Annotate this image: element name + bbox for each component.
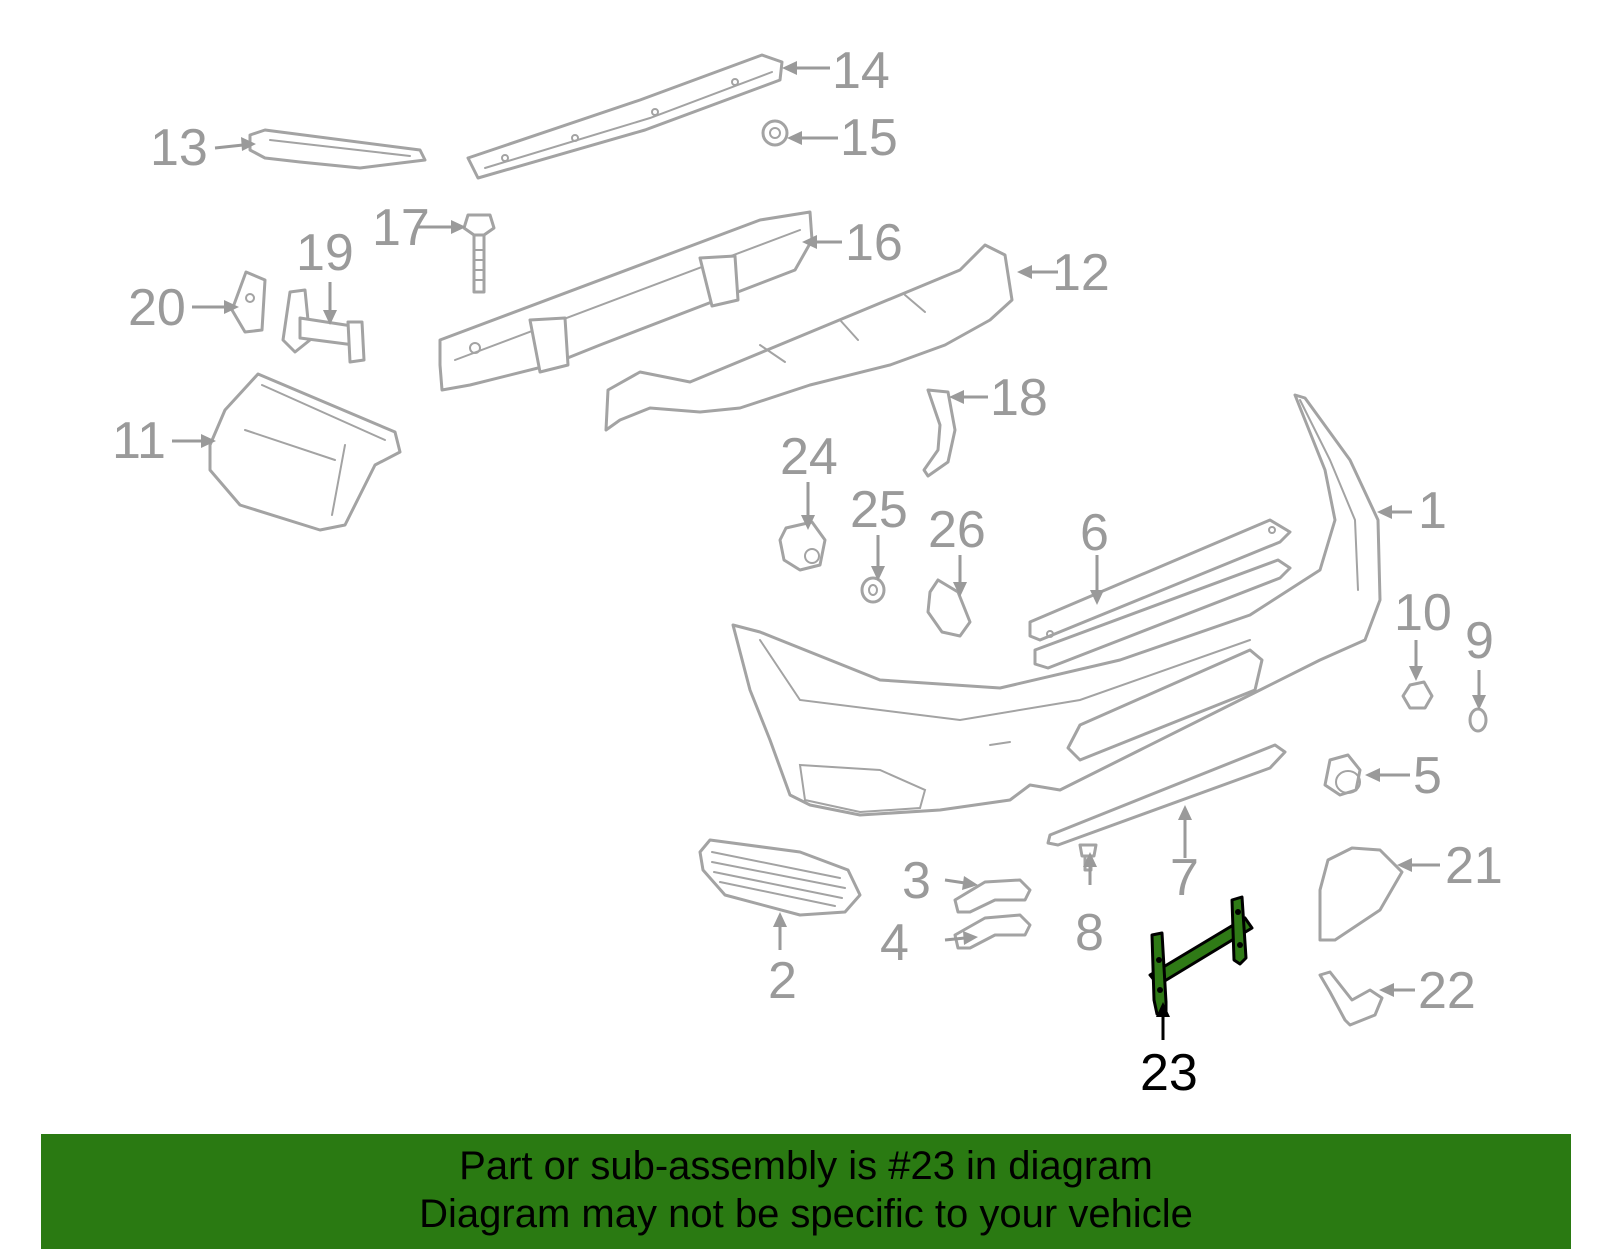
part-5 xyxy=(1323,753,1362,797)
part-7 xyxy=(1046,743,1287,847)
callout-20: 20 xyxy=(128,279,186,337)
callout-16: 16 xyxy=(845,214,903,272)
callout-2: 2 xyxy=(768,952,797,1010)
callout-8: 8 xyxy=(1075,904,1104,962)
callout-25: 25 xyxy=(850,481,908,539)
banner-line-2: Diagram may not be specific to your vehi… xyxy=(419,1192,1193,1236)
callout-23: 23 xyxy=(1140,1044,1198,1102)
part-3 xyxy=(953,878,1032,914)
part-13 xyxy=(248,128,427,170)
part-21 xyxy=(1318,846,1404,942)
part-15 xyxy=(761,119,789,147)
part-9 xyxy=(1468,707,1488,733)
callout-26: 26 xyxy=(928,501,986,559)
callout-22: 22 xyxy=(1418,962,1476,1020)
callout-3: 3 xyxy=(902,852,931,910)
part-24 xyxy=(778,520,827,572)
part-20 xyxy=(230,270,267,334)
part-19 xyxy=(281,288,366,364)
part-12 xyxy=(604,243,1014,432)
callout-11: 11 xyxy=(112,412,166,470)
part-25 xyxy=(860,576,886,604)
leader-lines xyxy=(172,61,1486,1040)
part-10 xyxy=(1401,680,1434,710)
part-11 xyxy=(208,372,402,532)
callout-9: 9 xyxy=(1465,612,1494,670)
callout-12: 12 xyxy=(1052,244,1110,302)
banner-line-1: Part or sub-assembly is #23 in diagram xyxy=(459,1144,1153,1188)
part-16 xyxy=(438,210,814,392)
callout-24: 24 xyxy=(780,428,838,486)
part-18 xyxy=(922,388,957,478)
part-23 xyxy=(1148,895,1254,1016)
callout-17: 17 xyxy=(372,199,430,257)
part-4 xyxy=(953,913,1032,950)
callout-5: 5 xyxy=(1413,747,1442,805)
callout-21: 21 xyxy=(1445,837,1503,895)
part-info-banner: Part or sub-assembly is #23 in diagram D… xyxy=(41,1134,1571,1249)
callout-14: 14 xyxy=(832,42,890,100)
callout-19: 19 xyxy=(296,224,354,282)
callout-15: 15 xyxy=(840,109,898,167)
callout-18: 18 xyxy=(990,369,1048,427)
part-6 xyxy=(1028,518,1292,670)
callout-1: 1 xyxy=(1418,482,1447,540)
callout-6: 6 xyxy=(1080,504,1109,562)
callout-4: 4 xyxy=(880,914,909,972)
part-14 xyxy=(466,53,784,180)
callout-10: 10 xyxy=(1394,584,1452,642)
part-2 xyxy=(698,838,862,917)
callout-7: 7 xyxy=(1170,849,1199,907)
callout-13: 13 xyxy=(150,119,208,177)
part-22 xyxy=(1318,970,1384,1027)
part-17 xyxy=(462,213,496,294)
part-1 xyxy=(731,393,1382,817)
callout-labels: 1 2 3 4 5 6 7 8 9 10 11 12 13 14 15 16 1… xyxy=(112,42,1503,1102)
